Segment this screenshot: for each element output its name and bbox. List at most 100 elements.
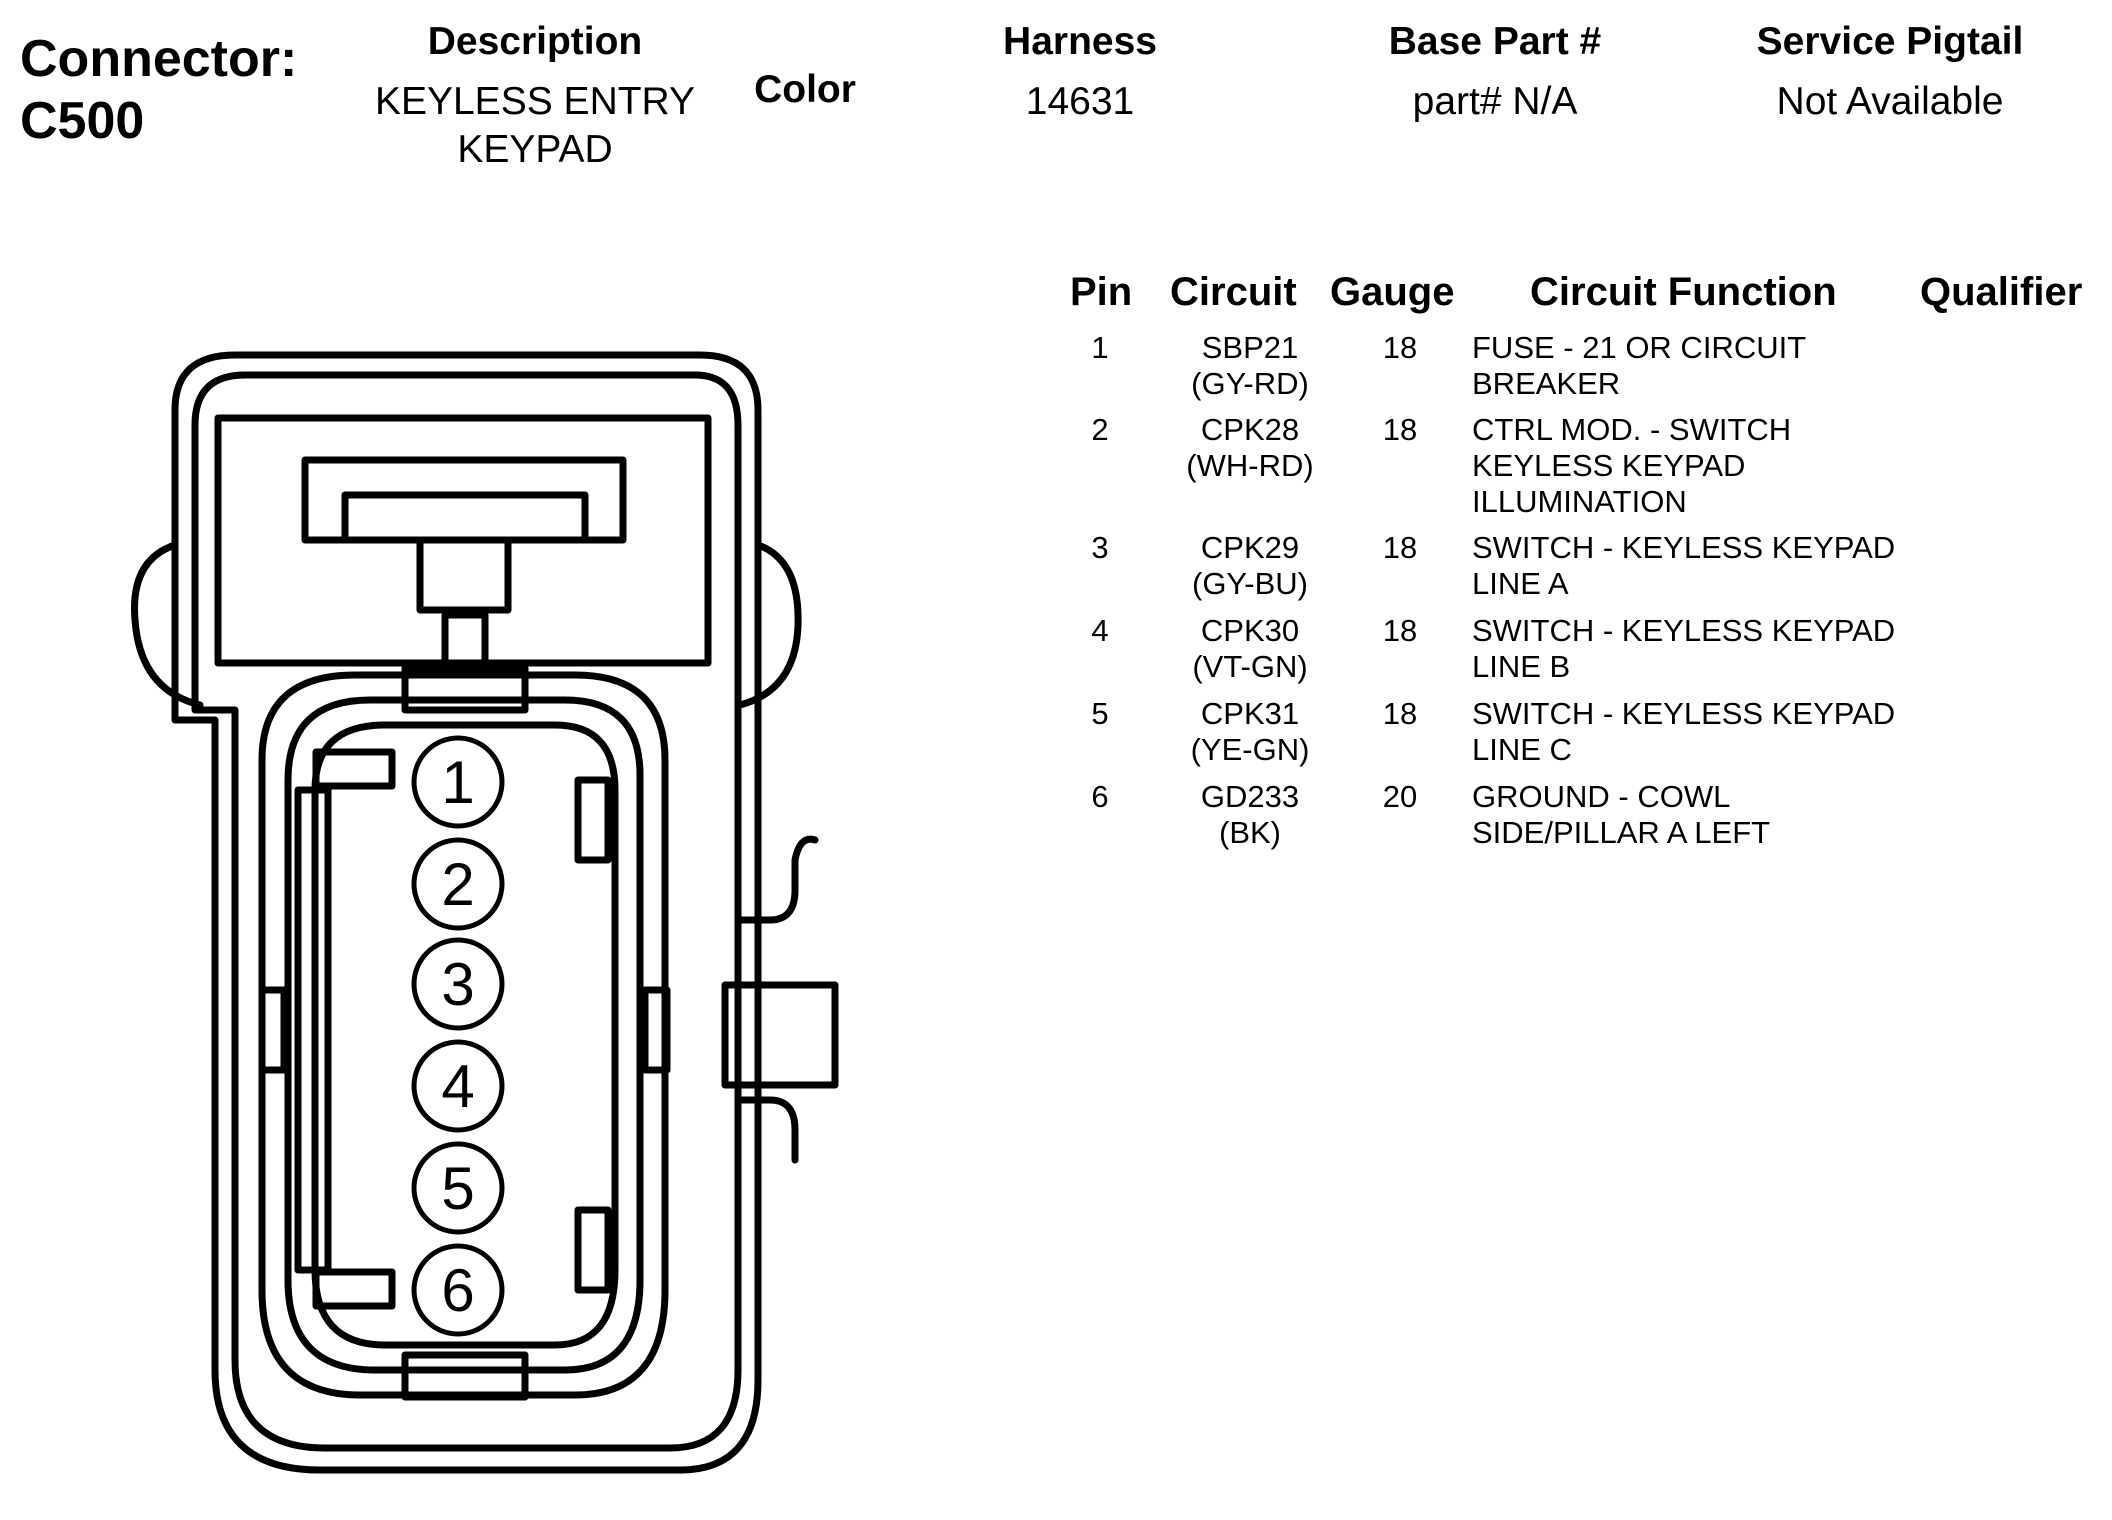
row-6-pin: 6 [1091,779,1109,814]
latch-inner [301,456,627,544]
service-pigtail-heading: Service Pigtail [1756,20,2024,63]
row-5-function-line: SWITCH - KEYLESS KEYPAD [1472,696,1896,731]
row-5-pin: 5 [1091,696,1109,731]
row-5-circuit-code: CPK31 [1200,696,1300,731]
row-5-circuit-color: (YE-GN) [1190,732,1310,767]
left-key-bottom [312,1268,396,1310]
service-pigtail-value: Not Available [1776,80,2004,123]
row-4-circuit-color: (VT-GN) [1192,649,1308,684]
pin-6-number: 6 [441,1257,474,1324]
pin-2-number: 2 [441,851,474,918]
cavity-outer [258,671,669,1399]
right-key-bottom [574,1206,612,1294]
row-2-function-line: CTRL MOD. - SWITCH [1472,412,1792,447]
row-2-circuit: CPK28 (WH-RD) [1150,412,1350,484]
row-2-circuit-code: CPK28 [1200,412,1300,447]
color-heading: Color [754,68,856,111]
row-2-function: CTRL MOD. - SWITCH KEYLESS KEYPAD ILLUMI… [1472,412,1932,520]
row-6-function-line: SIDE/PILLAR A LEFT [1472,815,1771,850]
row-1-function-line: BREAKER [1472,366,1621,401]
row-2-gauge: 18 [1382,412,1418,447]
pin-cavities [411,735,505,1337]
right-side-notch [641,986,671,1074]
right-key-top [574,776,612,864]
bottom-rib [401,1351,529,1401]
base-part-heading: Base Part # [1388,20,1602,63]
pin-4-number: 4 [441,1053,474,1120]
pin-3-number: 3 [441,951,474,1018]
row-3-gauge: 18 [1382,530,1418,565]
row-2-function-line: KEYLESS KEYPAD [1472,448,1746,483]
cavity-core [311,721,619,1349]
row-6-function: GROUND - COWL SIDE/PILLAR A LEFT [1472,779,1932,851]
connector-title: Connector: C500 [20,28,297,152]
harness-heading: Harness [1003,20,1157,63]
row-1-circuit-code: SBP21 [1201,330,1299,365]
latch-key [441,611,489,669]
row-1-circuit-color: (GY-RD) [1191,366,1309,401]
pin-1-number: 1 [441,749,474,816]
row-5-function: SWITCH - KEYLESS KEYPAD LINE C [1472,696,1932,768]
left-bump [131,541,204,709]
row-4-circuit: CPK30 (VT-GN) [1150,613,1350,685]
connector-id: C500 [20,92,145,150]
row-1-circuit: SBP21 (GY-RD) [1150,330,1350,402]
row-2-circuit-color: (WH-RD) [1186,448,1314,483]
pin-3-cavity [411,937,505,1031]
column-header-pin: Pin [1070,270,1133,314]
pin-2-cavity [411,837,505,931]
base-part-value: part# N/A [1412,80,1578,123]
row-6-function-line: GROUND - COWL [1472,779,1731,814]
pin-6-cavity [411,1243,505,1337]
row-3-function: SWITCH - KEYLESS KEYPAD LINE A [1472,530,1932,602]
row-4-pin: 4 [1091,613,1109,648]
pin-table: Pin Circuit Gauge Circuit Function Quali… [1060,270,2110,870]
left-rail [294,786,332,1274]
row-6-circuit: GD233 (BK) [1150,779,1350,851]
column-header-circuit: Circuit [1170,270,1297,314]
row-5-circuit: CPK31 (YE-GN) [1150,696,1350,768]
latch-tab [416,536,512,614]
pin-5-cavity [411,1141,505,1235]
row-3-circuit-code: CPK29 [1200,530,1300,565]
description-value: KEYLESS ENTRY KEYPAD [340,78,730,174]
right-clip [736,835,819,1164]
row-1-function: FUSE - 21 OR CIRCUIT BREAKER [1472,330,1932,402]
row-5-gauge: 18 [1382,696,1418,731]
row-3-function-line: LINE A [1472,566,1569,601]
row-4-function-line: LINE B [1472,649,1571,684]
row-2-function-line: ILLUMINATION [1472,484,1687,519]
row-5-function-line: LINE C [1472,732,1572,767]
row-2-pin: 2 [1091,412,1109,447]
top-rib [401,664,529,714]
column-header-gauge: Gauge [1330,270,1455,314]
pin-1-cavity [411,735,505,829]
column-header-circuit-function: Circuit Function [1530,270,1837,314]
right-stub [721,981,839,1089]
left-key-top [312,748,396,790]
row-6-gauge: 20 [1382,779,1418,814]
row-3-pin: 3 [1091,530,1109,565]
cavity-inner [284,696,644,1374]
row-4-function-line: SWITCH - KEYLESS KEYPAD [1472,613,1896,648]
column-header-qualifier: Qualifier [1920,270,2083,314]
row-4-gauge: 18 [1382,613,1418,648]
connector-housing-inner [191,371,742,1452]
connector-label: Connector: [20,30,298,88]
description-heading: Description [427,20,643,63]
row-1-gauge: 18 [1382,330,1418,365]
row-6-circuit-code: GD233 [1200,779,1300,814]
connector-housing-outline [171,351,762,1474]
row-1-function-line: FUSE - 21 OR CIRCUIT [1472,330,1807,365]
row-1-pin: 1 [1091,330,1109,365]
row-3-circuit-color: (GY-BU) [1192,566,1308,601]
row-3-function-line: SWITCH - KEYLESS KEYPAD [1472,530,1896,565]
right-bump [736,541,802,709]
row-3-circuit: CPK29 (GY-BU) [1150,530,1350,602]
row-4-function: SWITCH - KEYLESS KEYPAD LINE B [1472,613,1932,685]
harness-value: 14631 [1025,80,1135,123]
row-6-circuit-color: (BK) [1219,815,1281,850]
row-4-circuit-code: CPK30 [1200,613,1300,648]
latch-slot [341,491,589,544]
